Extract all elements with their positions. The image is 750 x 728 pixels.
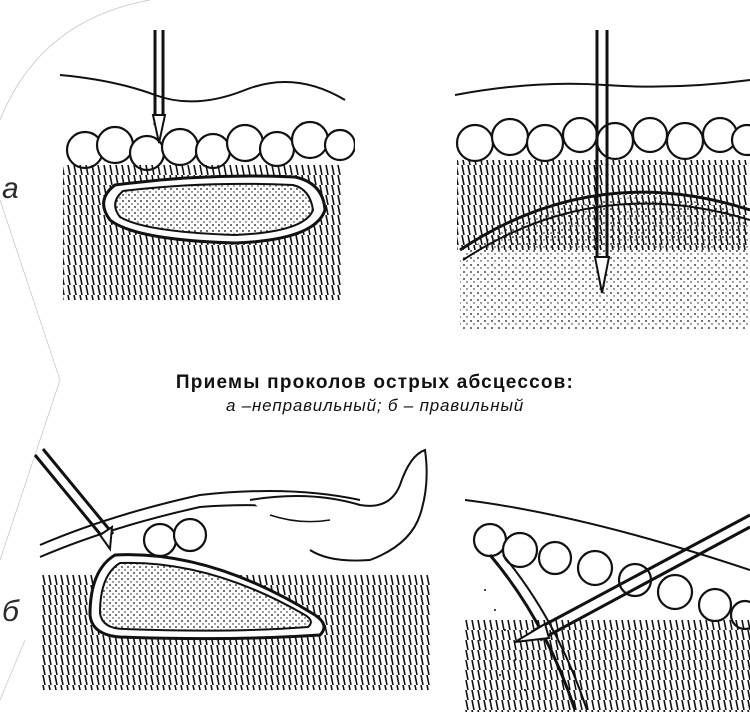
row-label-a: а: [2, 172, 19, 206]
diagram-panel-a-left: [55, 25, 355, 305]
needle-icon: [35, 449, 113, 549]
fat-layer: [67, 122, 355, 170]
row-label-b: б: [2, 595, 19, 629]
diagram-panel-a-right: [455, 25, 750, 335]
diagram-panel-b-left: [30, 445, 440, 695]
diagram-panel-b-right: [465, 470, 750, 715]
figure-caption: Приемы проколов острых абсцессов: а –неп…: [0, 372, 750, 416]
caption-subtitle: а –неправильный; б – правильный: [0, 396, 750, 416]
needle-icon: [153, 30, 165, 143]
caption-title: Приемы проколов острых абсцессов:: [0, 372, 750, 394]
